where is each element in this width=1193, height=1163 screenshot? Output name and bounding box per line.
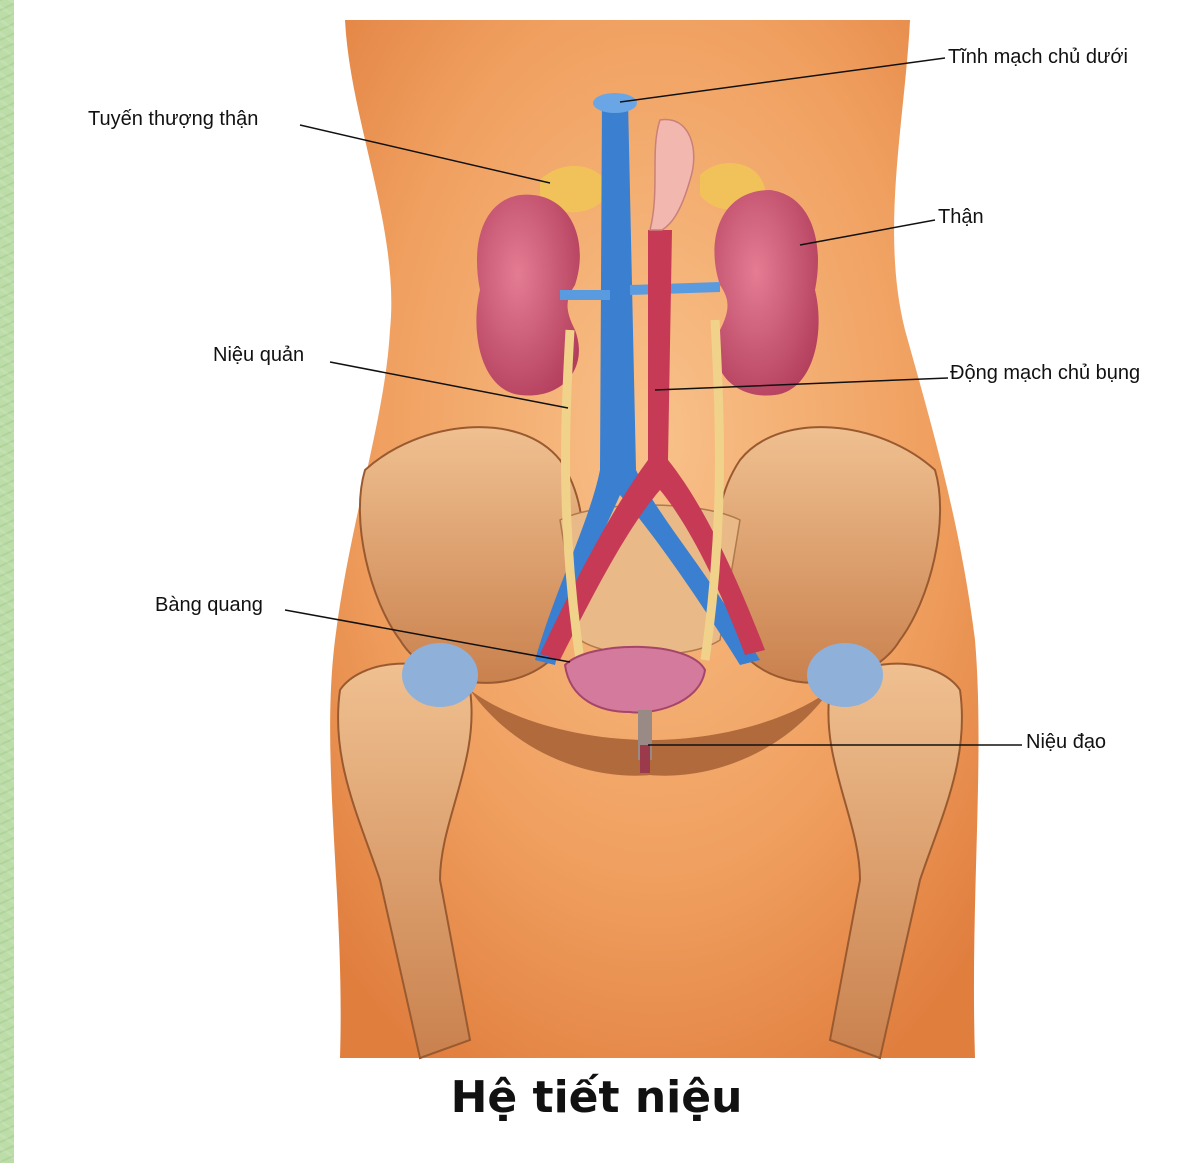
- femoral-head-right: [807, 643, 883, 707]
- diagram-title: Hệ tiết niệu: [0, 1072, 1193, 1123]
- label-adrenal-gland: Tuyến thượng thận: [88, 108, 258, 131]
- femoral-head-left: [402, 643, 478, 707]
- urethra-meatus: [640, 745, 650, 773]
- label-abdominal-aorta: Động mạch chủ bụng: [950, 362, 1140, 385]
- kidney-right: [714, 190, 818, 396]
- label-kidney: Thận: [938, 206, 984, 229]
- label-inferior-vena-cava: Tĩnh mạch chủ dưới: [948, 46, 1128, 69]
- renal-vein-left: [560, 290, 610, 300]
- label-bladder: Bàng quang: [155, 594, 263, 617]
- label-ureter: Niệu quản: [213, 344, 304, 367]
- vena-cava-top: [593, 93, 637, 113]
- label-urethra: Niệu đạo: [1026, 731, 1106, 754]
